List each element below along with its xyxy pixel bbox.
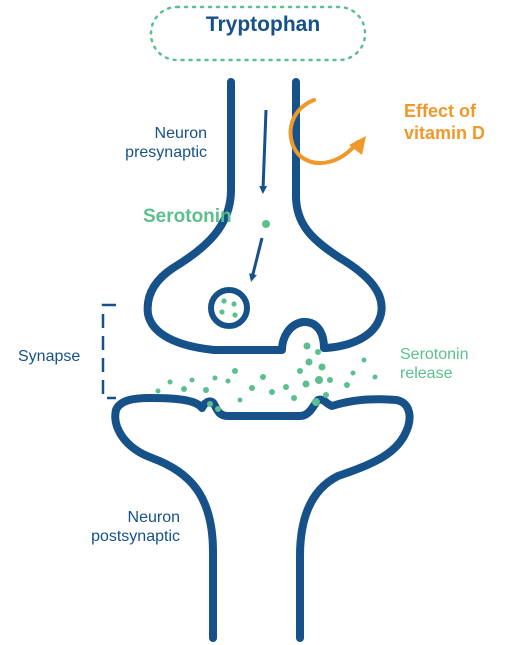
released-serotonin-dot [323,392,329,398]
released-serotonin-dot [260,374,266,380]
serotonin-release-line1: Serotonin [400,346,469,363]
synapse-bracket [101,303,116,400]
vitamin-d-line2: vitamin D [404,122,486,143]
vesicle [208,287,250,329]
neuron-presynaptic-line1: Neuron [154,125,207,142]
released-serotonin-dot [312,398,320,406]
released-serotonin-dot [327,377,333,383]
released-serotonin-dot [291,395,297,401]
released-serotonin-dot [269,389,275,395]
vitamin-d-label: Effect of vitamin D [404,101,485,144]
serotonin-release-cloud [155,342,378,412]
serotonin-release-line2: release [400,365,453,383]
released-serotonin-dot [318,363,326,371]
released-serotonin-dot [305,358,313,366]
vitamin-d-arrowhead [349,136,366,155]
serotonin-release-label: Serotonin release [400,345,469,383]
neuron-presynaptic-label: Neuron presynaptic [95,124,207,162]
released-serotonin-dot [361,357,367,363]
released-serotonin-dot [225,378,231,384]
released-serotonin-dot [297,368,303,374]
released-serotonin-dot [344,382,350,388]
released-serotonin-dot [283,384,289,390]
released-serotonin-dot [315,349,321,355]
vitamin-d-arrow [288,98,360,166]
serotonin-dot [221,298,227,304]
released-serotonin-dot [249,385,255,391]
serotonin-dot [219,309,225,315]
postsynaptic-neuron [111,394,414,642]
released-serotonin-dot [302,380,310,388]
neuron-postsynaptic-line2: postsynaptic [91,528,180,546]
released-serotonin-dot [303,342,311,350]
tryptophan-box [149,5,367,62]
serotonin-dot [231,301,237,307]
released-serotonin-dot [212,375,218,381]
released-serotonin-dot [315,376,323,384]
released-serotonin-dot [237,397,243,403]
presynaptic-neuron [143,78,386,354]
released-serotonin-dot [215,406,221,412]
released-serotonin-dot [155,388,161,394]
tryptophan-label: Tryptophan [205,13,321,36]
released-serotonin-dot [181,386,187,392]
serotonin-dot [232,312,238,318]
neuron-postsynaptic-label: Neuron postsynaptic [60,508,180,546]
released-serotonin-dot [372,374,378,380]
released-serotonin-dot [207,401,213,407]
released-serotonin-dot [232,368,238,374]
released-serotonin-dot [189,377,195,383]
serotonin-label: Serotonin [143,206,232,227]
tryptophan-to-serotonin-arrow [259,109,268,194]
vitamin-d-line1: Effect of [404,101,476,121]
released-serotonin-dot [167,379,173,385]
serotonin-molecule [262,220,270,228]
synapse-label: Synapse [18,348,81,365]
neuron-presynaptic-line2: presynaptic [125,144,207,162]
released-serotonin-dot [203,387,209,393]
neuron-postsynaptic-line1: Neuron [127,509,180,526]
serotonin-to-vesicle-arrow [249,237,264,282]
released-serotonin-dot [350,370,356,376]
